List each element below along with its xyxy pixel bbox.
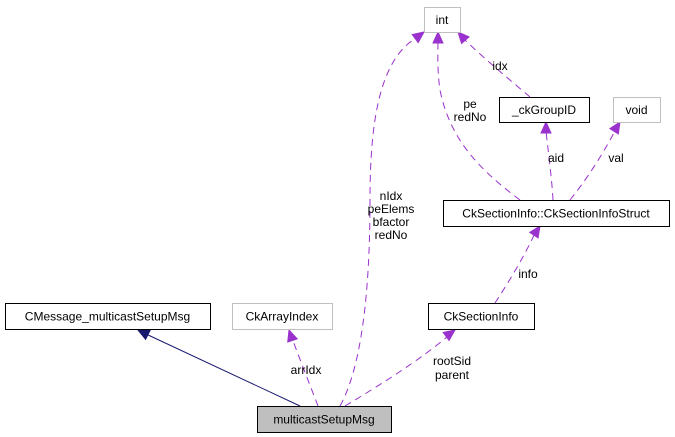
node-box (424, 7, 461, 33)
node-label: CMessage_multicastSetupMsg (25, 310, 190, 324)
edge-label: peElems (368, 202, 415, 216)
node-box (232, 303, 333, 330)
node-int[interactable]: int (424, 7, 461, 33)
edge-msg-to-sectionInfo (344, 335, 449, 407)
edge-struct-to-int (437, 39, 521, 201)
edge-label: pe (463, 97, 477, 111)
arrowhead-struct-to-ckGroupID (540, 120, 552, 134)
arrowhead-ckGroupID-to-int (457, 31, 470, 45)
arrowhead-msg-to-sectionInfo (442, 329, 456, 342)
edge-msg-to-arrayIndex (291, 337, 319, 407)
node-box (257, 406, 392, 433)
node-label: CkArrayIndex (246, 310, 319, 324)
node-label: CkSectionInfo::CkSectionInfoStruct (462, 207, 650, 221)
node-void[interactable]: void (613, 97, 661, 123)
arrowhead-struct-to-int (432, 30, 444, 44)
node-box (499, 97, 590, 123)
edge-label: parent (435, 368, 470, 382)
edge-struct-to-ckGroupID (545, 130, 554, 201)
arrowhead-msg-to-cmessage (136, 329, 151, 341)
edge-label: val (608, 151, 623, 165)
edge-label: redNo (454, 110, 487, 124)
node-ckGroupID[interactable]: _ckGroupID (499, 97, 590, 123)
edge-sectionInfo-to-struct (494, 232, 536, 304)
node-label: CkSectionInfo (444, 310, 519, 324)
node-label: void (625, 103, 647, 117)
node-box (443, 200, 670, 227)
node-label: multicastSetupMsg (273, 413, 374, 427)
node-label: int (436, 13, 449, 27)
edge-msg-to-int (339, 37, 417, 407)
node-sectionInfo[interactable]: CkSectionInfo (428, 303, 535, 330)
edge-label: nIdx (380, 189, 403, 203)
edge-struct-to-void (569, 128, 617, 201)
arrowhead-struct-to-void (608, 120, 621, 135)
node-cmessage[interactable]: CMessage_multicastSetupMsg (5, 303, 211, 330)
arrowhead-sectionInfo-to-struct (528, 224, 541, 239)
edge-label: redNo (375, 228, 408, 242)
node-struct[interactable]: CkSectionInfo::CkSectionInfoStruct (443, 200, 670, 227)
edge-label: aid (548, 151, 564, 165)
node-arrayIndex[interactable]: CkArrayIndex (232, 303, 333, 330)
edge-label: idx (492, 59, 507, 73)
node-label: _ckGroupID (511, 103, 576, 117)
arrowhead-msg-to-arrayIndex (287, 328, 299, 343)
edge-label: arrIdx (291, 363, 322, 377)
edge-label: info (518, 267, 538, 281)
node-box (613, 97, 661, 123)
node-msg[interactable]: multicastSetupMsg (257, 406, 392, 433)
node-box (428, 303, 535, 330)
edge-msg-to-cmessage (145, 333, 301, 407)
node-box (5, 303, 211, 330)
arrowhead-msg-to-int (411, 31, 425, 44)
edge-label: rootSid (433, 354, 471, 368)
edge-label: bfactor (373, 215, 410, 229)
